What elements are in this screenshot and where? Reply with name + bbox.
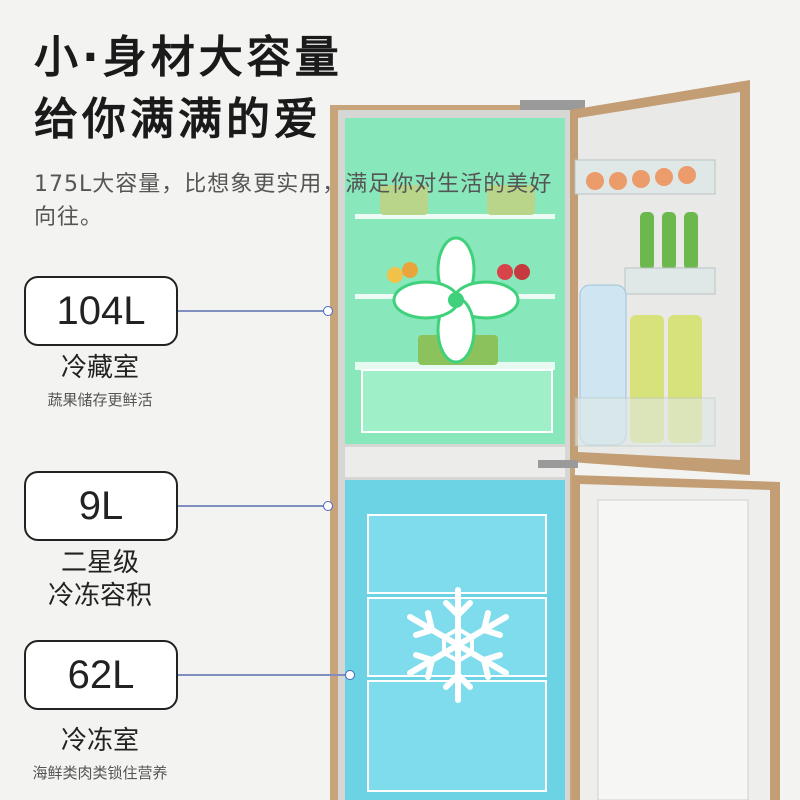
compartment-note-fridge: 蔬果储存更鲜活 — [47, 391, 153, 409]
bottle — [684, 212, 698, 270]
compartment-name-freezer: 冷冻室 — [60, 726, 139, 756]
headline-line-1: 小·身材大容量 — [34, 32, 343, 83]
top-hinge — [520, 100, 585, 110]
leader-line-two-star — [178, 501, 333, 511]
description-text: 175L大容量，比想象更实用，满足你对生活的美好向往。 — [34, 172, 553, 230]
freezer-door-panel — [597, 499, 749, 800]
fridge-shelf — [355, 214, 555, 219]
capacity-badge-two-star: 9L — [24, 471, 178, 541]
bottle — [662, 212, 676, 270]
door-shelf — [574, 397, 716, 447]
leader-line-freezer — [178, 670, 355, 680]
fruit — [402, 262, 418, 278]
compartment-name-fridge: 冷藏室 — [60, 353, 139, 383]
compartment-divider — [345, 447, 565, 477]
crisper-drawer-top — [355, 362, 555, 370]
mid-hinge — [538, 460, 578, 468]
fruit — [514, 264, 530, 280]
headline-line-2: 给你满满的爱 — [34, 94, 322, 145]
compartment-name-two-star-line-2: 冷冻容积 — [47, 581, 152, 611]
leader-line-fridge — [178, 306, 333, 316]
freezer-drawer — [367, 514, 547, 594]
leader-dot — [323, 306, 333, 316]
door-shelf — [624, 267, 716, 295]
fruit — [387, 267, 403, 283]
leader-dot — [323, 501, 333, 511]
compartment-note-freezer: 海鲜类肉类锁住营养 — [32, 764, 168, 782]
fan-icon — [392, 236, 520, 364]
fruit — [497, 264, 513, 280]
leader-dot — [345, 670, 355, 680]
food-container — [487, 185, 535, 215]
snowflake-icon — [407, 587, 509, 703]
compartment-name-two-star-line-1: 二星级 — [60, 548, 139, 578]
bottle — [640, 212, 654, 270]
food-container — [380, 185, 428, 215]
capacity-badge-freezer: 62L — [24, 640, 178, 710]
capacity-badge-fridge: 104L — [24, 276, 178, 346]
crisper-drawer — [361, 369, 553, 433]
